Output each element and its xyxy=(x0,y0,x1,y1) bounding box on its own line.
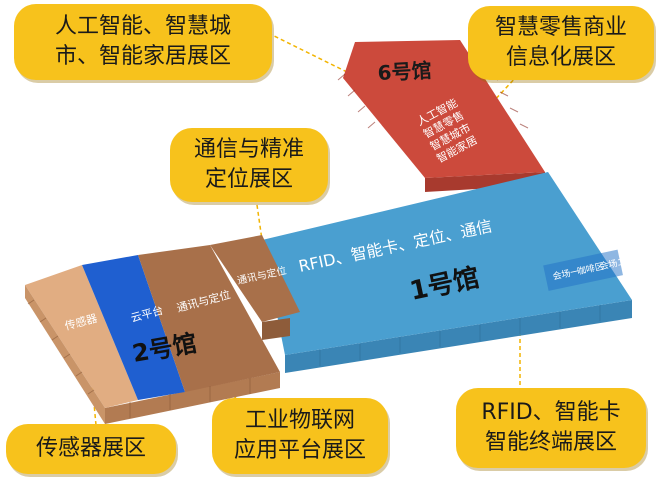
hall-2-left-side xyxy=(25,285,105,424)
hall-1-top xyxy=(262,172,632,355)
callout-line: 市、智能家居展区 xyxy=(54,44,231,69)
callout-retail: 智慧零售商业 信息化展区 xyxy=(468,6,654,80)
meeting-rooms: 会场一 咖啡区 会场二 xyxy=(543,249,627,291)
callout-line: 智能终端展区 xyxy=(484,430,617,455)
callout-line: RFID、智能卡 xyxy=(481,400,621,425)
hall-6-side xyxy=(425,172,545,192)
hall-6-top xyxy=(343,40,545,178)
callout-line: 定位展区 xyxy=(204,167,293,192)
callout-rfid-card: RFID、智能卡 智能终端展区 xyxy=(456,388,646,468)
callout-line: 信息化展区 xyxy=(505,45,616,70)
leader-line xyxy=(255,197,263,241)
hall-1 xyxy=(262,172,632,373)
callout-line: 应用平台展区 xyxy=(233,438,366,463)
annex-side xyxy=(262,318,290,340)
callout-ai-city-home: 人工智能、智慧城 市、智能家居展区 xyxy=(14,4,272,80)
hall-2-sensor-zone xyxy=(25,265,138,408)
callout-line: 人工智能、智慧城 xyxy=(54,14,231,39)
callout-sensor: 传感器展区 xyxy=(6,424,176,474)
hall-1-side xyxy=(285,300,632,373)
callout-line: 智慧零售商业 xyxy=(494,15,627,40)
callout-line: 工业物联网 xyxy=(244,408,355,433)
leader-line xyxy=(477,74,519,119)
callout-iot-cloud: 工业物联网 应用平台展区 xyxy=(212,398,388,474)
callout-line: 传感器展区 xyxy=(35,436,146,461)
hall-2 xyxy=(25,245,280,424)
annex-top xyxy=(210,235,300,322)
callout-comm-positioning: 通信与精准 定位展区 xyxy=(170,128,328,202)
hall-2-side xyxy=(105,372,280,424)
annex-zone xyxy=(210,235,300,340)
callout-line: 通信与精准 xyxy=(193,137,304,162)
hall-2-cloud-zone xyxy=(82,255,185,400)
hall-2-comm-zone xyxy=(138,245,280,392)
hall-6-name: 6号馆 xyxy=(377,58,432,85)
